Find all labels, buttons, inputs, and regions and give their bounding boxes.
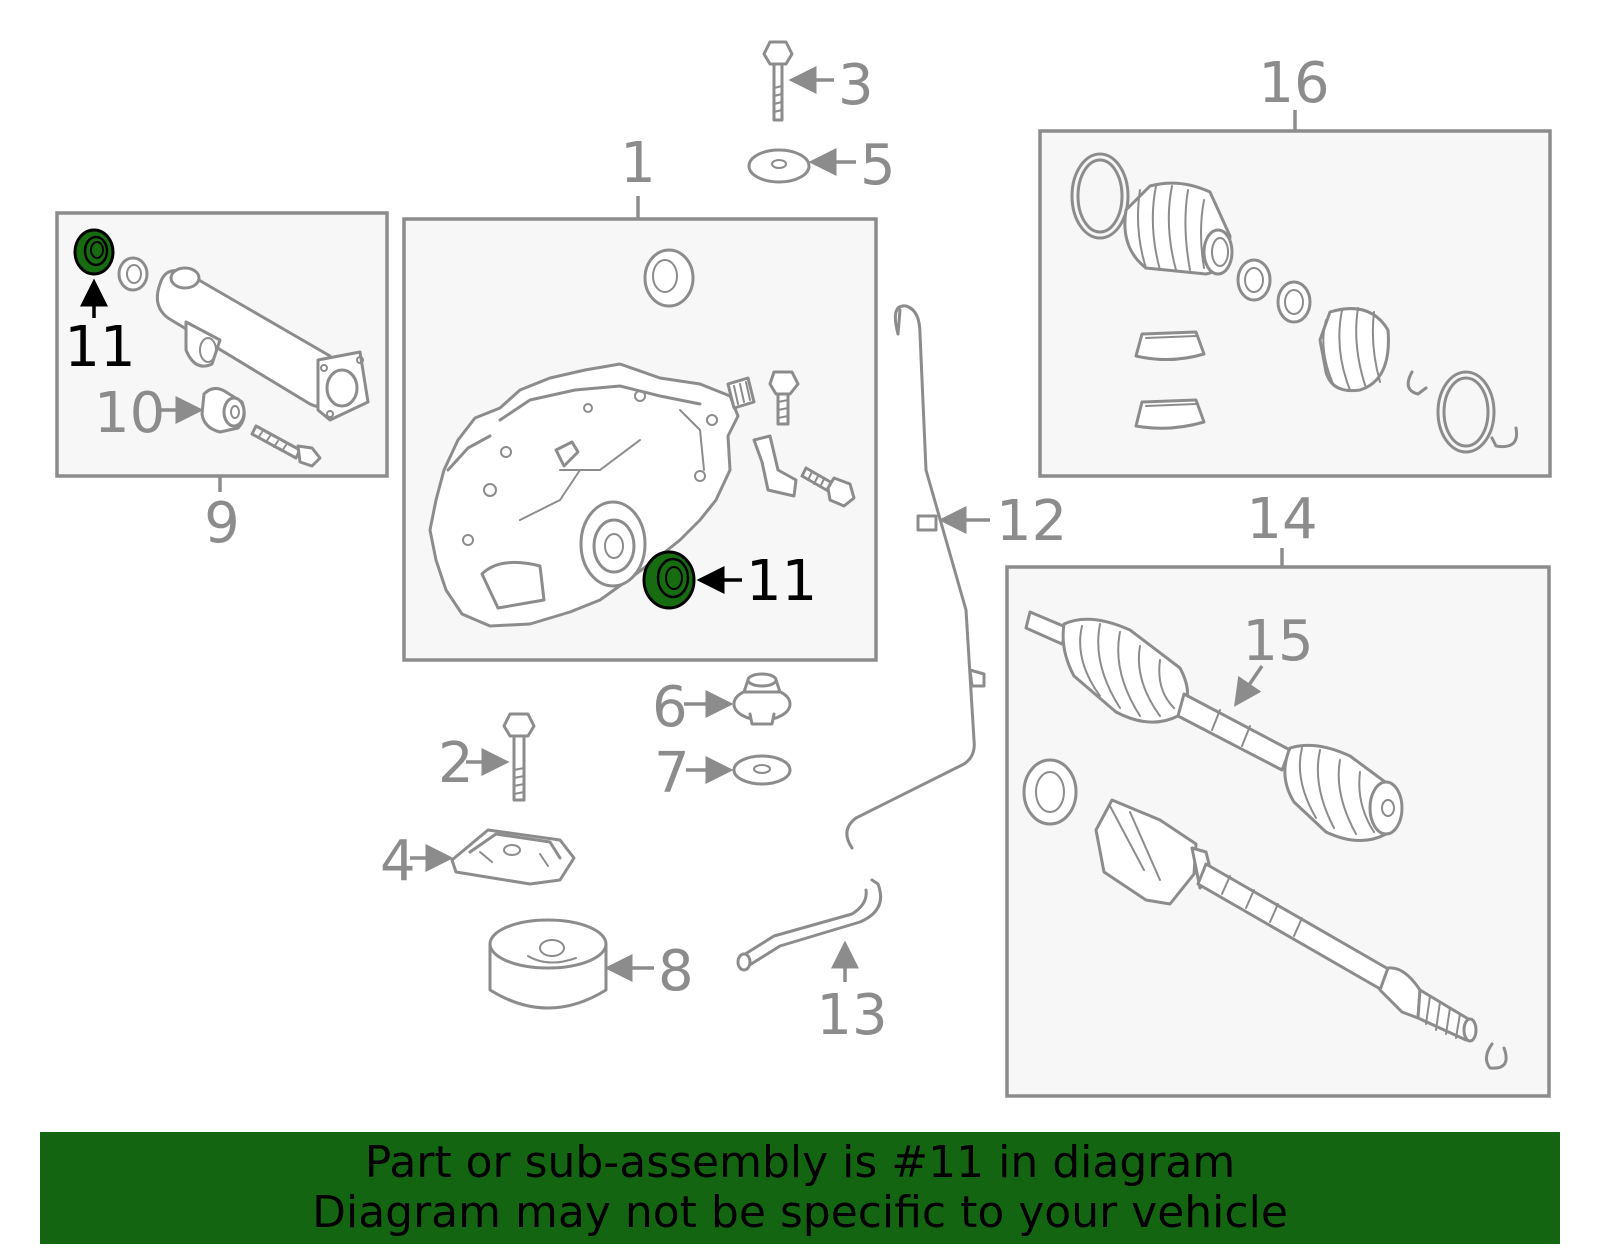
part-4-plate — [450, 828, 576, 886]
part-3-bolt — [762, 40, 794, 122]
part-13-hose — [736, 878, 883, 972]
cv-boot-inner — [1123, 181, 1234, 276]
axle-tube — [155, 266, 370, 422]
callout-14: 14 — [1246, 487, 1317, 552]
boot-clamp-large-1 — [1070, 152, 1130, 240]
box-14-group — [1005, 548, 1551, 1098]
info-banner: Part or sub-assembly is #11 in diagram D… — [40, 1132, 1560, 1244]
callout-15: 15 — [1242, 609, 1313, 674]
part-7-washer — [732, 754, 792, 786]
part-11-seal-center — [642, 550, 696, 610]
callout-1: 1 — [620, 131, 656, 196]
part-10-bushing — [200, 387, 246, 434]
parts-diagram: 1 2 3 4 5 6 7 8 9 10 11 11 12 13 14 15 1… — [55, 40, 1552, 1098]
box-9-group — [55, 211, 389, 492]
part-15-axle-shaft — [1024, 610, 1404, 843]
callout-9: 9 — [204, 491, 240, 556]
differential-housing — [428, 362, 756, 628]
small-seal-ring — [117, 256, 149, 292]
part-5-washer — [747, 148, 811, 184]
callout-12: 12 — [996, 489, 1067, 554]
part-8-bumper — [488, 918, 608, 1010]
box-16-group — [1038, 110, 1552, 478]
box-1-group — [402, 196, 878, 662]
callout-3: 3 — [838, 53, 874, 118]
axle-seal-ring — [1022, 758, 1078, 826]
top-seal — [643, 248, 695, 308]
snap-ring — [1485, 1042, 1508, 1070]
callout-10: 10 — [94, 381, 165, 446]
callout-5: 5 — [860, 133, 896, 198]
grease-packets — [1134, 330, 1206, 430]
callout-16: 16 — [1258, 51, 1329, 116]
callout-8: 8 — [658, 939, 694, 1004]
callout-11-left: 11 — [64, 315, 135, 380]
callout-2: 2 — [438, 731, 474, 796]
callout-11-center: 11 — [746, 549, 817, 614]
part-12-tube — [845, 304, 986, 850]
cv-boot-outer — [1318, 307, 1519, 449]
small-clamps — [1236, 258, 1312, 324]
inner-joint-shaft — [1094, 798, 1478, 1043]
box1-bracket — [752, 434, 798, 498]
callout-6: 6 — [652, 675, 688, 740]
callout-7: 7 — [654, 741, 690, 806]
box9-bolt — [250, 424, 322, 468]
part-11-seal-left — [73, 228, 115, 276]
box1-bolt-upper — [768, 370, 800, 426]
boot-clamp-large-2 — [1436, 370, 1496, 454]
part-6-mount — [732, 672, 792, 726]
callout-13: 13 — [816, 983, 887, 1048]
part-2-bolt — [502, 712, 536, 802]
callout-4: 4 — [380, 829, 416, 894]
banner-line-2: Diagram may not be specific to your vehi… — [312, 1187, 1288, 1238]
box1-bolt-lower — [800, 466, 856, 508]
banner-line-1: Part or sub-assembly is #11 in diagram — [364, 1137, 1236, 1188]
